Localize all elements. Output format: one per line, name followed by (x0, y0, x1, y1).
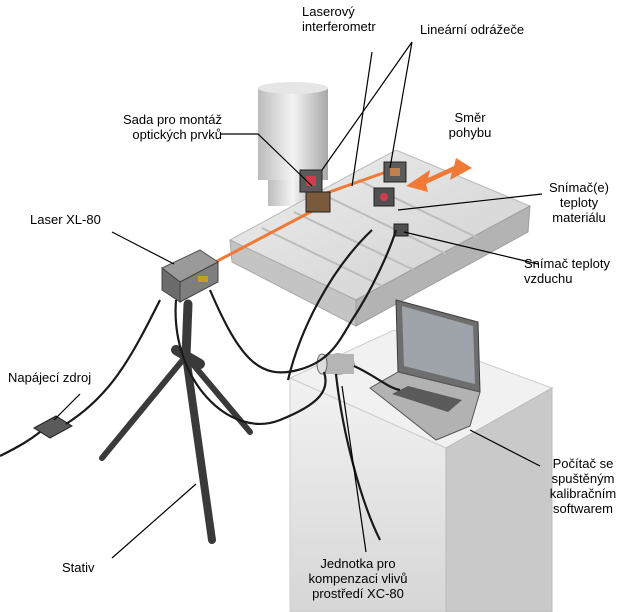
label-tripod: Stativ (62, 560, 95, 575)
label-compensation-unit: Jednotka pro kompenzaci vlivů prostředí … (308, 556, 408, 601)
cables (0, 229, 401, 541)
machine-table-icon (228, 149, 532, 327)
label-material-sensor: Snímač(e) teploty materiálu (549, 180, 609, 225)
label-direction: Směr pohybu (448, 110, 492, 140)
power-supply-icon (33, 415, 73, 439)
label-reflectors: Lineární odrážeče (420, 22, 525, 37)
laptop-icon (369, 299, 481, 441)
interferometer-optics (299, 161, 409, 237)
direction-arrow (406, 158, 472, 192)
label-laser: Laser XL-80 (30, 212, 101, 227)
compensation-unit-icon (316, 353, 355, 375)
laser-unit-icon (161, 249, 219, 303)
label-interferometer: Laserový interferometr (302, 4, 376, 34)
leader-lines (53, 41, 543, 559)
tripod-icon (99, 299, 253, 544)
label-mount-kit: Sada pro montáž optických prvků (122, 112, 222, 142)
label-power-supply: Napájecí zdroj (8, 370, 92, 385)
label-computer: Počítač se spuštěným kalibračním softwar… (549, 456, 617, 516)
label-air-sensor: Snímač teploty vzduchu (524, 256, 610, 286)
